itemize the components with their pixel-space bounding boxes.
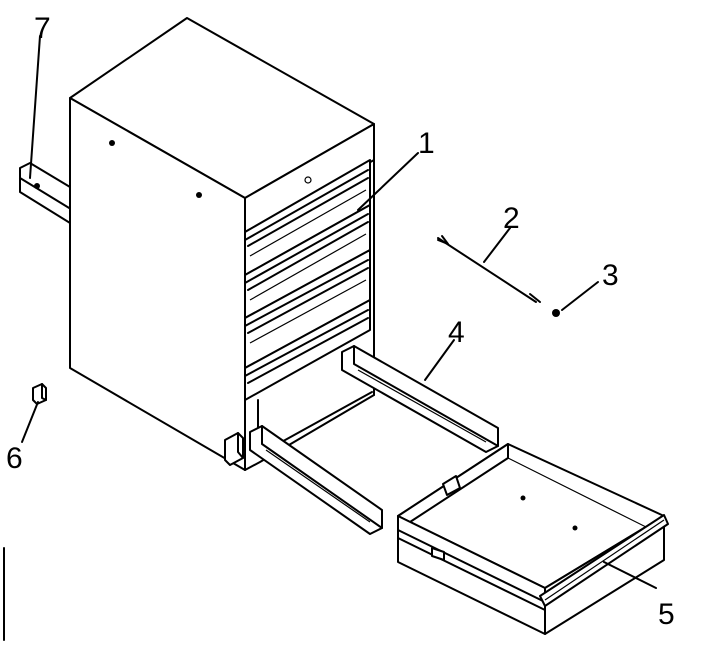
drawer-part bbox=[397, 443, 669, 635]
corner-bracket bbox=[224, 432, 244, 466]
leader-lines bbox=[21, 35, 657, 589]
callout-6-label: 6 bbox=[6, 442, 23, 475]
drawer-slide-rails-part bbox=[249, 345, 499, 535]
screw-part bbox=[552, 309, 560, 317]
callout-1-label: 1 bbox=[418, 127, 435, 160]
callout-labels: 7 1 2 3 4 5 6 bbox=[6, 12, 675, 631]
callout-5-label: 5 bbox=[658, 598, 675, 631]
callout-2-label: 2 bbox=[503, 202, 520, 235]
callout-4-label: 4 bbox=[448, 316, 465, 349]
callout-7-label: 7 bbox=[34, 12, 51, 45]
callout-3-label: 3 bbox=[602, 259, 619, 292]
drawer-clip-part bbox=[32, 383, 47, 405]
closed-drawers-part bbox=[244, 159, 373, 456]
lock-rod-part bbox=[437, 235, 541, 303]
cabinet-body bbox=[69, 17, 375, 471]
